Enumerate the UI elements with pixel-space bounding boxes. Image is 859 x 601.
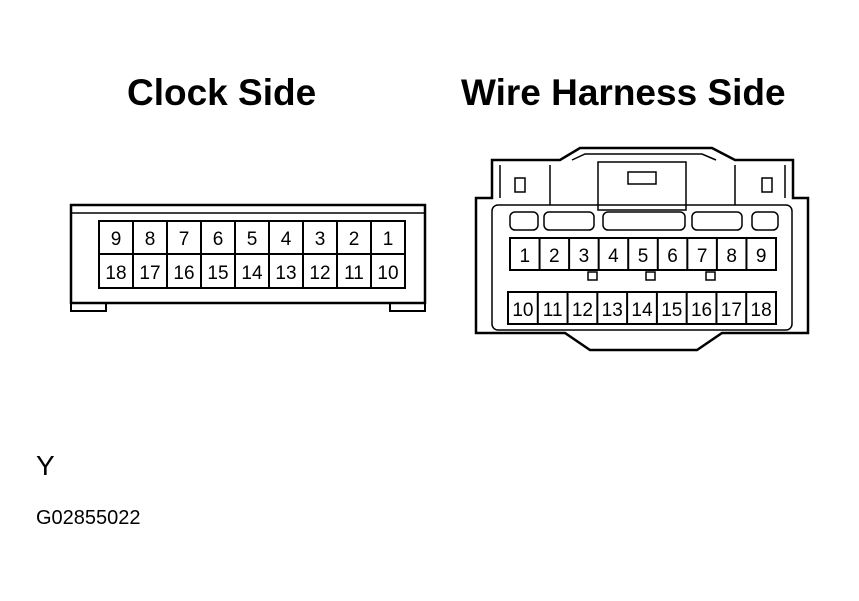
- clock-pin: 14: [241, 263, 263, 284]
- harness-pin: 15: [661, 300, 682, 321]
- harness-pin: 13: [602, 300, 623, 321]
- harness-pin: 17: [721, 300, 742, 321]
- wire-harness-side-title: Wire Harness Side: [461, 72, 786, 113]
- clock-pin: 7: [179, 229, 190, 250]
- connector-color-code: Y: [36, 450, 55, 481]
- harness-pin: 11: [543, 300, 563, 321]
- harness-pin: 6: [667, 246, 678, 267]
- harness-pin: 16: [691, 300, 712, 321]
- clock-pin: 10: [377, 263, 398, 284]
- harness-pin: 1: [519, 246, 530, 267]
- harness-pin: 10: [512, 300, 533, 321]
- harness-pin: 3: [579, 246, 590, 267]
- harness-pin: 8: [726, 246, 737, 267]
- clock-pin: 11: [344, 263, 364, 284]
- clock-pin: 8: [145, 229, 156, 250]
- harness-pin: 4: [608, 246, 619, 267]
- clock-side-connector: 9 8 7 6 5 4 3 2 1 18 17 16 15 14 13 12 11 10: [69, 203, 427, 312]
- harness-pin: 5: [638, 246, 649, 267]
- harness-pin: 2: [549, 246, 560, 267]
- harness-pin: 12: [572, 300, 593, 321]
- clock-pin: 15: [207, 263, 228, 284]
- clock-pin: 12: [309, 263, 330, 284]
- harness-pin: 9: [756, 246, 767, 267]
- clock-pin: 3: [315, 229, 326, 250]
- harness-pin: 7: [697, 246, 708, 267]
- clock-pin: 17: [139, 263, 160, 284]
- clock-pin: 16: [173, 263, 194, 284]
- harness-pin: 18: [751, 300, 772, 321]
- clock-pin: 13: [275, 263, 296, 284]
- clock-pin: 5: [247, 229, 258, 250]
- clock-pin: 4: [281, 229, 292, 250]
- figure-code: G02855022: [36, 507, 141, 529]
- clock-pin: 9: [111, 229, 122, 250]
- clock-pin: 2: [349, 229, 360, 250]
- harness-pin: 14: [631, 300, 653, 321]
- clock-pin: 18: [105, 263, 126, 284]
- clock-pin: 1: [383, 229, 394, 250]
- clock-side-title: Clock Side: [127, 72, 317, 113]
- clock-pin: 6: [213, 229, 224, 250]
